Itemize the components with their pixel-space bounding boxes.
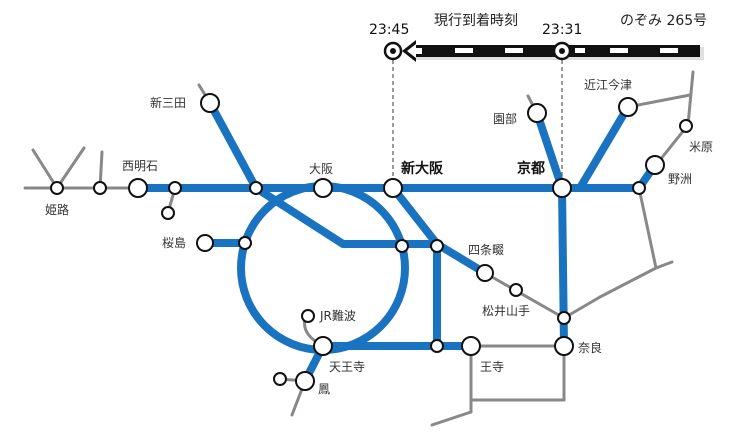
station-amagasaki[interactable] [249,181,263,195]
label-sonobe: 園部 [493,112,518,126]
label-tennoji: 天王寺 [329,360,366,374]
station-tennoji[interactable] [313,336,333,356]
station-shijonawate[interactable] [476,264,494,282]
label-nara: 奈良 [578,341,603,355]
label-oji: 王寺 [480,360,505,374]
station-sakurajima[interactable] [196,234,214,252]
train-direction-bar [383,40,704,62]
station-himeji[interactable] [50,181,64,195]
station-matsui-yamate[interactable] [557,311,571,325]
station-otori[interactable] [295,371,315,391]
label-otori: 鳳 [318,382,331,396]
station-hanaten[interactable] [430,239,444,253]
label-osaka: 大阪 [309,162,334,176]
label-nishi-akashi: 西明石 [122,159,159,173]
label-kyoto: 京都 [517,161,545,177]
station-sonobe[interactable] [527,103,547,123]
station-nishi-akashi[interactable] [128,178,148,198]
current-arrival-label: 現行到着時刻 [434,13,518,29]
station-kyuhoji[interactable] [430,339,444,353]
label-yasu: 野洲 [668,172,693,186]
station-omi-imazu[interactable] [618,97,638,117]
label-shin-sanda: 新三田 [150,96,187,110]
station-shin-osaka[interactable] [383,178,403,198]
time-kyoto: 23:31 [542,22,583,38]
station-jr-namba[interactable] [301,309,315,323]
time-guides [392,60,563,176]
label-maibara: 米原 [689,140,714,154]
station-maibara[interactable] [679,119,693,133]
station-minor-5[interactable] [273,372,287,386]
station-kyoto[interactable] [552,178,572,198]
label-sakurajima: 桜島 [162,236,187,250]
station-minor-3[interactable] [161,206,175,220]
train-name: のぞみ 265号 [620,13,708,29]
station-nara[interactable] [554,336,574,356]
station-minor-4[interactable] [509,283,523,297]
time-shin-osaka: 23:45 [369,22,410,38]
station-minor-2[interactable] [168,181,182,195]
stations [50,93,693,391]
station-yasu[interactable] [645,155,665,175]
station-oji[interactable] [461,336,481,356]
label-omi-imazu: 近江今津 [584,78,633,92]
station-osaka[interactable] [313,178,333,198]
label-shijonawate: 四条畷 [468,243,505,257]
station-kyobashi[interactable] [395,239,409,253]
station-nishikujo[interactable] [238,236,252,250]
label-shin-osaka: 新大阪 [401,161,443,177]
station-minor-1[interactable] [93,181,107,195]
station-shin-sanda[interactable] [200,93,220,113]
label-matsui-yamate: 松井山手 [482,304,531,318]
label-jr-namba: JR難波 [320,309,356,323]
label-himeji: 姫路 [45,203,70,217]
station-kusatsu[interactable] [632,181,646,195]
